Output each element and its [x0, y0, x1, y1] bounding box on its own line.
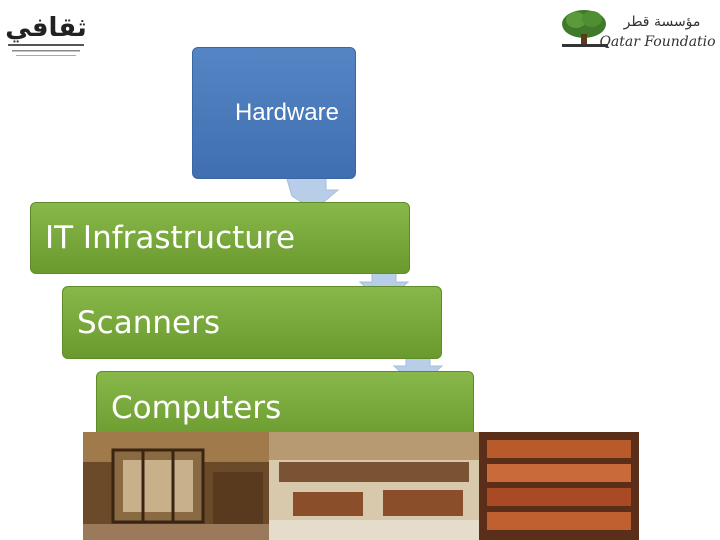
hardware-box: Hardware: [192, 47, 356, 179]
library-bookshelves-photo-3: [479, 432, 639, 540]
qatar-foundation-english: Qatar Foundation: [599, 34, 716, 50]
library-interior-photo-2: [269, 432, 479, 540]
thaqafi-logo-text: ثقافي: [5, 13, 87, 43]
library-photos: [83, 432, 639, 540]
scanners-label: Scanners: [77, 304, 220, 341]
thaqafi-logo: ثقافي: [5, 13, 87, 56]
qatar-foundation-logo: مؤسسة قطر Qatar Foundation: [562, 10, 716, 50]
tree-icon: [562, 10, 608, 47]
computers-box: Computers: [96, 371, 474, 444]
down-arrow-icon: [285, 176, 340, 210]
it-infrastructure-box: IT Infrastructure: [30, 202, 410, 274]
computers-label: Computers: [111, 389, 282, 426]
hardware-label: Hardware: [234, 99, 339, 126]
scanners-box: Scanners: [62, 286, 442, 359]
it-infrastructure-label: IT Infrastructure: [45, 220, 296, 256]
library-interior-photo-1: [83, 432, 269, 540]
qatar-foundation-arabic: مؤسسة قطر: [623, 14, 701, 30]
